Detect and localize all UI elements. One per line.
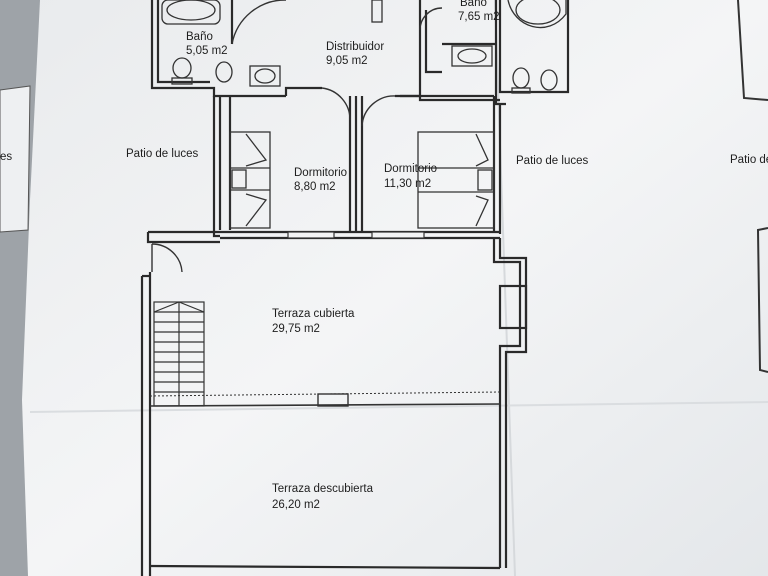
paper-flap-left bbox=[0, 85, 31, 233]
patio-label-left: Patio de luces bbox=[126, 148, 198, 160]
patio-label-far-left-partial: es bbox=[0, 151, 12, 163]
terrace-drain bbox=[317, 393, 349, 407]
patio-label-far-right: Patio de bbox=[730, 154, 768, 166]
room-area-dormitorio-right: 11,30 m2 bbox=[384, 178, 431, 190]
room-name-terraza-descubierta: Terraza descubierta bbox=[272, 483, 374, 495]
room-name-bano-left: Baño bbox=[186, 31, 213, 43]
room-area-dormitorio-left: 8,80 m2 bbox=[294, 181, 336, 193]
window-left bbox=[287, 231, 335, 239]
room-name-distribuidor: Distribuidor bbox=[326, 41, 384, 53]
terrace-edge bbox=[149, 403, 501, 407]
room-area-distribuidor: 9,05 m2 bbox=[326, 55, 368, 67]
patio-label-right: Patio de luces bbox=[516, 155, 588, 167]
paper-sheet bbox=[22, 0, 768, 576]
bathroom-fixtures bbox=[161, 0, 567, 94]
room-name-bano-right: Baño bbox=[460, 0, 487, 9]
plan-walls bbox=[140, 0, 570, 576]
adjacent-plan-right bbox=[756, 227, 768, 373]
beds bbox=[229, 131, 495, 229]
room-name-terraza-cubierta: Terraza cubierta bbox=[272, 308, 355, 320]
room-area-bano-left: 5,05 m2 bbox=[186, 45, 228, 57]
room-area-terraza-cubierta: 29,75 m2 bbox=[272, 323, 320, 335]
paper-fold-vertical bbox=[494, 0, 516, 576]
room-name-dormitorio-right: Dormitorio bbox=[384, 163, 437, 175]
adjacent-plan-top-right bbox=[737, 0, 768, 101]
door-swings bbox=[151, 0, 443, 273]
room-area-bano-right: 7,65 m2 bbox=[458, 11, 500, 23]
room-area-terraza-descubierta: 26,20 m2 bbox=[272, 499, 320, 511]
paper-fold-horizontal bbox=[29, 401, 768, 413]
room-name-dormitorio-left: Dormitorio bbox=[294, 167, 347, 179]
window-right bbox=[371, 231, 425, 239]
